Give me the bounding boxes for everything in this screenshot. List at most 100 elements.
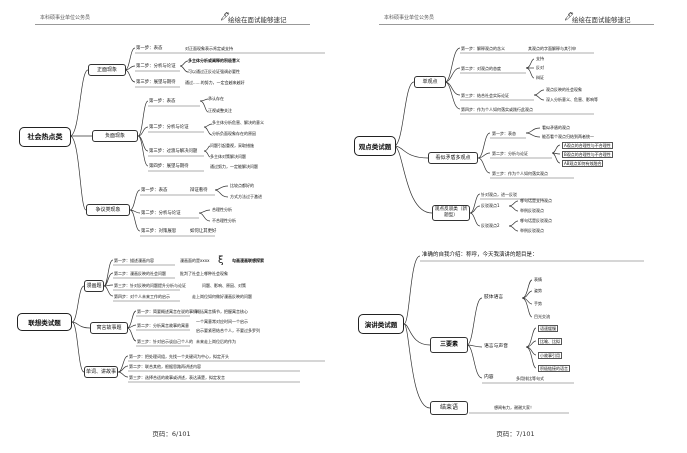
page-6: 本科硕事业单位公务员 🖊 绘绘在面试能够速记	[0, 0, 343, 453]
label: 分析负面现象存在的原因	[212, 131, 256, 136]
label: 对正面现象表示肯定或支持	[185, 46, 233, 51]
label: 第三步：结合社会实际论证	[461, 93, 509, 98]
label: 第一步：简要概述寓言在说的事情	[137, 309, 197, 314]
page-number: 页码：7/101	[496, 430, 535, 438]
header-right: 绘绘在面试能够速记	[228, 16, 287, 24]
label: 第二步：分析寓言故事的寓意	[137, 323, 189, 328]
label: 合理性分析	[212, 207, 232, 212]
voice-item: 小故事引用	[538, 352, 562, 359]
node-three-elements: 三要素	[430, 337, 468, 353]
wavy-bracket-icon: ξ	[218, 255, 224, 266]
header-right: 绘绘在面试能够速记	[572, 16, 631, 24]
label: 针对观点，进一反驳	[481, 192, 517, 197]
root-node-association: 联想类试题	[17, 313, 72, 331]
label-box: B观点的合理性与不合理性	[562, 151, 613, 158]
label: 勾画漫画联想探索	[232, 258, 264, 263]
pen-icon: 🖊	[564, 12, 575, 21]
mindmap-connectors	[393, 47, 644, 414]
label: 第一步：描述漫画内容	[114, 258, 154, 263]
label: 第二步：分析与论证	[141, 211, 181, 216]
label: 支持	[536, 56, 544, 61]
label: 第一步：表态	[492, 131, 516, 136]
header-rule	[379, 24, 654, 25]
header-rule	[35, 24, 310, 25]
label: 未来走上岗位后的作为	[196, 339, 236, 344]
root-node-viewpoint: 观点类试题	[354, 136, 396, 156]
label: 反对	[536, 65, 544, 70]
label: 深入分析意义、危害、影响等	[546, 97, 598, 102]
label: 通过努力，一定能解决问题	[210, 164, 258, 169]
label: 多用排比等句式	[516, 376, 544, 381]
pen-icon: 🖊	[220, 12, 231, 21]
label: 问题、影响、原因、对策	[202, 283, 246, 288]
label: 承认存在	[208, 96, 224, 101]
label: 哪句话是支持观点	[520, 198, 552, 203]
label: 第一步：表态	[141, 188, 168, 193]
label: 内容	[484, 375, 494, 380]
label: 第三步：选择合适的故事或讲述，表达清楚，拟定发言	[129, 375, 225, 380]
label: 不合理性分析	[212, 218, 236, 223]
page-7: 本科硕事业单位公务员 🖊 绘绘在面试能够速记 观点类	[344, 0, 687, 453]
label: 第二步：对观点的态度	[461, 66, 501, 71]
root-node-social-hotspot: 社会热点类	[19, 127, 71, 147]
header-left: 本科硕事业单位公务员	[384, 15, 435, 21]
label: 举例反驳观点	[520, 228, 544, 233]
label: 批判了社会上哪种社会现象	[180, 271, 228, 276]
node-word-story: 单词、讲故事	[84, 366, 118, 378]
node-positive-phenomenon: 正面现象	[88, 64, 126, 76]
label: 观点反映的社会现象	[546, 87, 582, 92]
label: 第二步：漫画反映的社会问题	[114, 271, 166, 276]
label: 通过......的努力，一定会越来越好	[185, 80, 245, 85]
node-closing: 结束语	[430, 401, 468, 415]
label: 走上岗位如何做好漫画反映的问题	[192, 294, 252, 299]
label: 可以通过正反论证强调必要性	[188, 69, 240, 74]
label: 第三步：展望与期待	[136, 80, 176, 85]
body-item: 目光交流	[534, 314, 550, 319]
page-number: 页码：6/101	[152, 430, 191, 438]
body-item: 表情	[534, 277, 542, 282]
node-negative-phenomenon: 负面现象	[92, 130, 138, 142]
label: 辩证	[536, 75, 544, 80]
header-left: 本科硕事业单位公务员	[40, 15, 91, 21]
label: 第二步：分析与论证	[149, 125, 189, 130]
label: 哪句话是反驳观点	[520, 218, 552, 223]
node-contradictory-viewpoints: 看似矛盾多观点	[428, 152, 478, 164]
label-box: A观点的合理性与不合理性	[562, 142, 613, 149]
label: 举例反驳观点	[520, 208, 544, 213]
label-box: AB观点如何有效融合	[562, 160, 604, 167]
label: 反驳观点1	[481, 203, 500, 208]
voice-item: 积极链接的语言	[538, 365, 570, 372]
label: 反驳观点2	[481, 223, 500, 228]
voice-item: 比喻、比拟	[538, 338, 562, 345]
label: 第一步：表态	[136, 46, 163, 51]
label: 第二步：分析与论证	[492, 151, 528, 156]
body-item: 手势	[534, 301, 542, 306]
mindmap-connectors	[69, 47, 325, 383]
label: 语言与声音	[484, 344, 508, 349]
label: 第三步：过渡与解决问题	[149, 149, 198, 154]
label: 第四步：对个人未来工作的启示	[114, 294, 170, 299]
node-rebuttal-viewpoint: 观点反驳类（新题型）	[432, 205, 470, 221]
label: 多主体分析危害、解决的意义	[212, 120, 264, 125]
label: 第二步：分析与论证	[136, 64, 176, 69]
label: 方式方法过于激进	[230, 194, 262, 199]
node-single-viewpoint: 单观点	[414, 76, 446, 88]
label: 第一步：解释观点的含义	[461, 46, 505, 51]
label: 启示要紧密结合个人，不要过多罗列	[196, 328, 260, 333]
label: 第三步：针对启示谈自己个人的	[137, 339, 193, 344]
label: 如何让其更好	[190, 229, 217, 234]
label: 第四步：展望与期待	[149, 164, 189, 169]
intro-text: 准确的自我介绍：称呼，今天我演讲的题目是：	[422, 252, 538, 258]
root-node-speech: 演讲类试题	[358, 314, 404, 334]
label: 第一步：表态	[149, 99, 176, 104]
label: 第三步：针对反映的问题提升分析与论证	[114, 283, 186, 288]
label: 问题引起重视，采取措施	[210, 143, 254, 148]
body-item: 姿势	[534, 288, 542, 293]
label: 第一步：把处理词组，先找一个关键词为中心，拟定开头	[129, 354, 229, 359]
label: 第二步：联合其他，根据思路再讲述内容	[129, 364, 201, 369]
label: 一个寓意常对应时间一个启示	[196, 319, 248, 324]
label: 辩证看待	[190, 188, 208, 193]
node-comic: 漫画题	[84, 280, 104, 292]
label: 想闻有力，谢谢大家！	[494, 405, 534, 410]
label: 多主体对策解决问题	[210, 154, 246, 159]
